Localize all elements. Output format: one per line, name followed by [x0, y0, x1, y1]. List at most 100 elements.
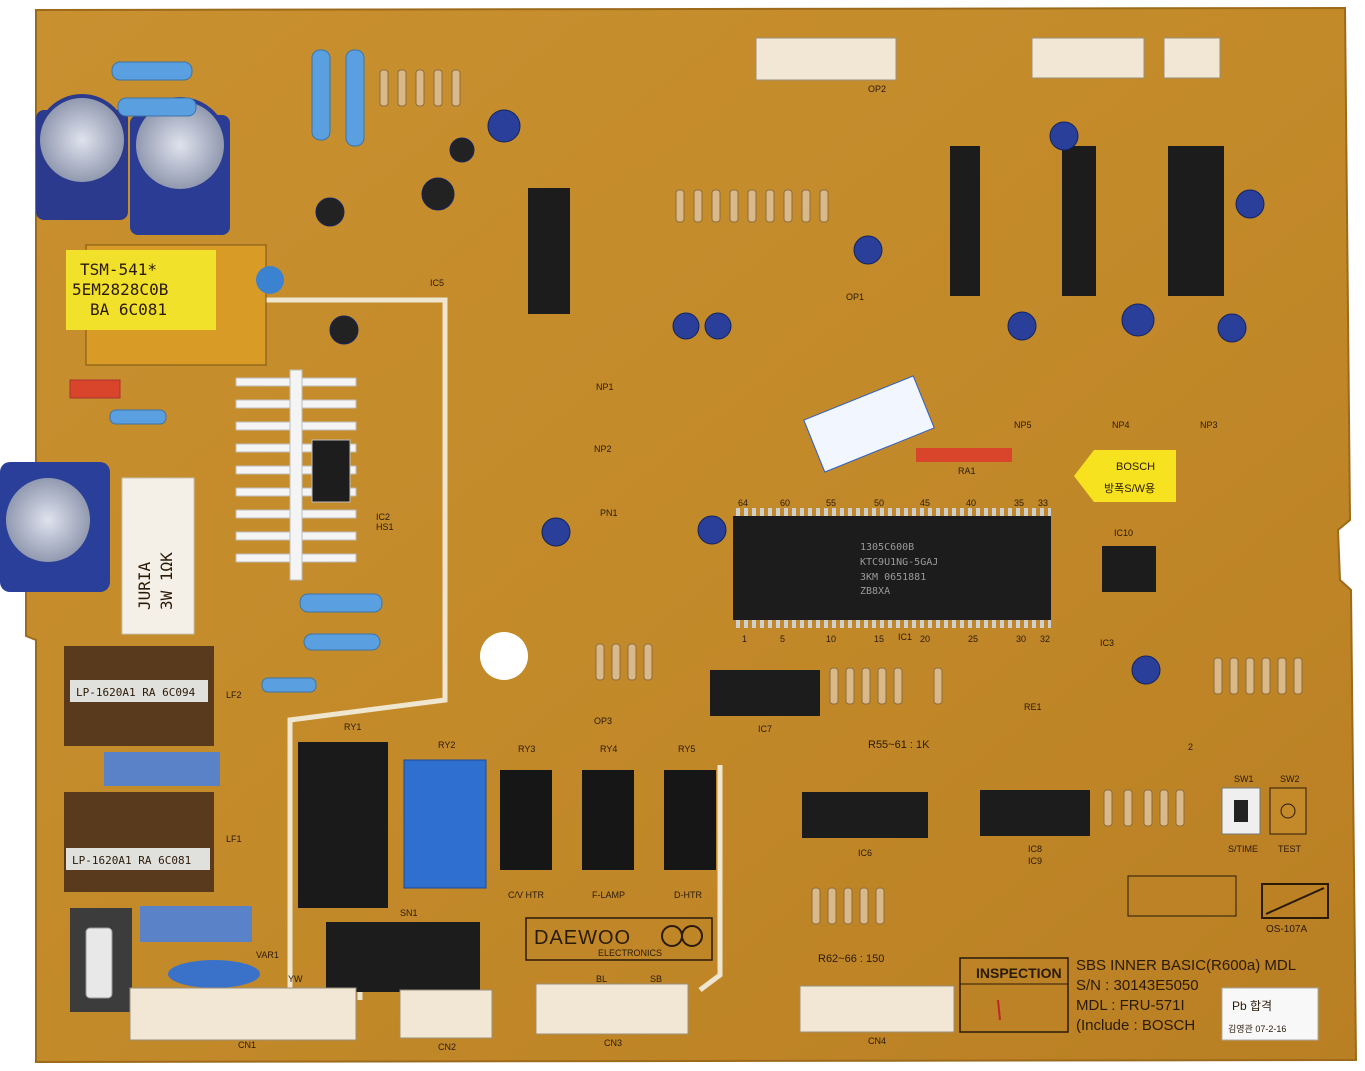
power-resistor-text-1: JURIA	[135, 561, 154, 610]
daewoo-brand-sub: ELECTRONICS	[598, 948, 662, 958]
pin-number-bottom: 25	[968, 634, 978, 644]
main-ic-text-2: KTC9U1NG-5GAJ	[860, 557, 938, 568]
r-group-label-1: R55~61 : 1K	[868, 739, 930, 751]
main-ic-text-3: 3KM 0651881	[860, 572, 926, 583]
pin-number-top: 33	[1038, 498, 1048, 508]
ra1-connector	[916, 448, 1012, 462]
pin-number-top: 60	[780, 498, 790, 508]
connector-label-cn3: CN3	[604, 1038, 622, 1048]
relay-label-ry1: RY1	[344, 722, 361, 732]
label-np3: NP3	[1200, 420, 1218, 430]
os-code-label: OS-107A	[1266, 924, 1307, 935]
model-line-4: (Include : BOSCH	[1076, 1017, 1195, 1034]
ic-label-ic7: IC7	[758, 724, 772, 734]
heatsink	[235, 369, 357, 581]
relay-label-ry2: RY2	[438, 740, 455, 750]
power-resistor: JURIA 3W 1ΩK	[121, 477, 195, 635]
op-label-op1: OP1	[846, 292, 864, 302]
resistors-blue	[69, 49, 383, 693]
mounting-hole	[480, 632, 528, 680]
small-capacitors	[315, 109, 1265, 685]
transformer: TSM-541* 5EM2828C0B BA 6C081	[66, 244, 284, 366]
ic-label-ic8: IC8	[1028, 844, 1042, 854]
bosch-sticker-text-1: BOSCH	[1116, 461, 1155, 473]
axial-resistors	[379, 69, 1303, 925]
ic-label-ic2: IC2	[376, 512, 390, 522]
connector-label-cn4: CN4	[868, 1036, 886, 1046]
power-resistor-text-2: 3W 1ΩK	[157, 552, 176, 610]
pin-number-top: 35	[1014, 498, 1024, 508]
pin-number-bottom: 5	[780, 634, 785, 644]
fuse	[85, 927, 113, 999]
daewoo-logo: DAEWOO ELECTRONICS	[525, 917, 713, 961]
label-hs1: HS1	[376, 522, 394, 532]
top-connectors	[755, 37, 1221, 81]
ic-label-ic3: IC3	[1100, 638, 1114, 648]
pin-number-bottom: 10	[826, 634, 836, 644]
op-label-op2: OP2	[868, 84, 886, 94]
sw2-function-label: TEST	[1278, 844, 1302, 854]
inductor-1-text: LP-1620A1 RA 6C094	[76, 686, 196, 699]
relay-label-ry3: RY3	[518, 744, 535, 754]
electrolytic-capacitors-left	[0, 94, 230, 592]
relay-label-ry4: RY4	[600, 744, 617, 754]
label-np1: NP1	[596, 382, 614, 392]
label-sw1: SW1	[1234, 774, 1254, 784]
label-pn1: PN1	[600, 508, 618, 518]
model-line-2: S/N : 30143E5050	[1076, 977, 1199, 994]
daewoo-brand-text: DAEWOO	[534, 927, 631, 949]
inspection-label: INSPECTION	[976, 965, 1062, 981]
model-text-block: SBS INNER BASIC(R600a) MDL S/N : 30143E5…	[1076, 957, 1296, 1034]
date-code-grid	[1127, 875, 1237, 917]
model-line-1: SBS INNER BASIC(R600a) MDL	[1076, 957, 1296, 974]
transformer-text-line-2: 5EM2828C0B	[72, 280, 168, 299]
bosch-sticker: BOSCH 방폭S/W용	[1074, 450, 1176, 502]
transformer-text-line-3: BA 6C081	[90, 300, 167, 319]
pass-sticker: Pb 합격 김영관 07-2-16	[1221, 987, 1319, 1041]
pin-number-bottom: 1	[742, 634, 747, 644]
label-sn1: SN1	[400, 908, 418, 918]
ic-label-ic1: IC1	[898, 632, 912, 642]
sw1-function-label: S/TIME	[1228, 844, 1258, 854]
label-2: 2	[1188, 742, 1193, 752]
label-re1: RE1	[1024, 702, 1042, 712]
pass-sticker-line-2: 김영관 07-2-16	[1228, 1023, 1286, 1034]
ic-label-ic6: IC6	[858, 848, 872, 858]
connector-top-label-sb: SB	[650, 974, 662, 984]
relays	[298, 742, 716, 992]
transformer-text-line-1: TSM-541*	[80, 260, 157, 279]
label-lf2: LF2	[226, 690, 242, 700]
ic-label-ic10: IC10	[1114, 528, 1133, 538]
label-np2: NP2	[594, 444, 612, 454]
pass-sticker-line-1: Pb 합격	[1232, 999, 1272, 1013]
blue-sticker	[803, 375, 935, 473]
relay-function-d-htr: D-HTR	[674, 890, 702, 900]
pin-number-top: 40	[966, 498, 976, 508]
misc-silkscreen-labels: NP1 NP2 NP3 NP4 NP5 PN1 SN1 VAR1 LF1 LF2…	[226, 382, 1300, 984]
connector-label-cn2: CN2	[438, 1042, 456, 1052]
relay-function-cv-htr: C/V HTR	[508, 890, 545, 900]
bosch-sticker-text-2: 방폭S/W용	[1104, 482, 1155, 495]
pin-number-top: 45	[920, 498, 930, 508]
inspection-box: INSPECTION	[959, 957, 1069, 1033]
tactile-switches	[1221, 787, 1307, 835]
label-ra1: RA1	[958, 466, 976, 476]
label-yw: YW	[288, 974, 303, 984]
pin-number-top: 64	[738, 498, 748, 508]
op-label-op3: OP3	[594, 716, 612, 726]
label-np4: NP4	[1112, 420, 1130, 430]
main-ic-pin-numbers-bottom: 1 5 10 15 20 25 30 32	[742, 634, 1050, 644]
r-group-label-2: R62~66 : 150	[818, 953, 884, 965]
label-np5: NP5	[1014, 420, 1032, 430]
pb-free-logo	[1261, 883, 1329, 919]
main-ic-pin-numbers-top: 64 60 55 50 45 40 35 33	[738, 498, 1048, 508]
ic-label-ic9: IC9	[1028, 856, 1042, 866]
label-sw2: SW2	[1280, 774, 1300, 784]
connector-label-cn1: CN1	[238, 1040, 256, 1050]
connector-top-label-bl: BL	[596, 974, 607, 984]
label-var1: VAR1	[256, 950, 279, 960]
model-line-3: MDL : FRU-571I	[1076, 997, 1185, 1014]
pin-number-bottom: 15	[874, 634, 884, 644]
main-ic-text-1: 1305C600B	[860, 542, 914, 553]
pin-number-bottom: 20	[920, 634, 930, 644]
